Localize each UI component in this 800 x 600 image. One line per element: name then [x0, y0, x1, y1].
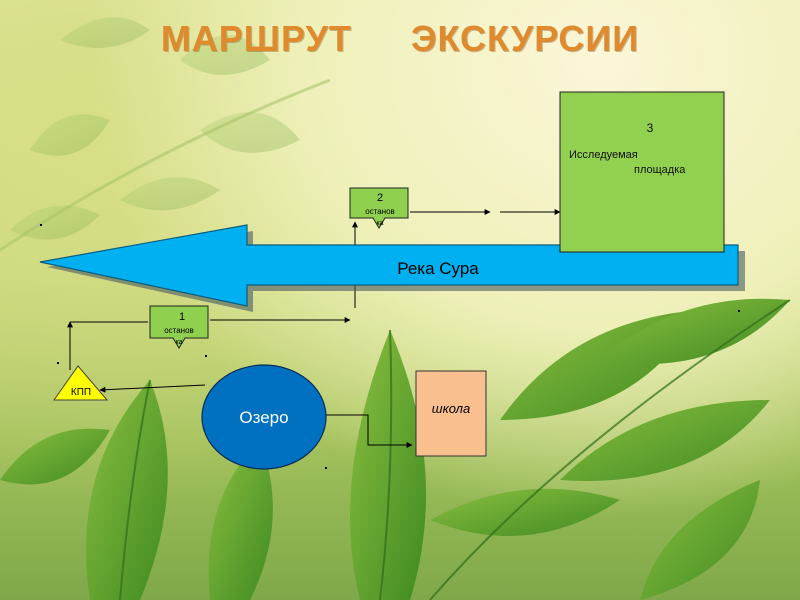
research-site-box: 3 Исследуемая площадка — [559, 91, 725, 253]
site-label-line2: площадка — [634, 164, 686, 176]
stop-1-number: 1 — [179, 311, 185, 323]
lake-ellipse: Озеро — [201, 364, 327, 470]
page-title: МАРШРУТ ЭКСКУРСИИ — [0, 18, 800, 60]
river-label: Река Сура — [397, 259, 479, 278]
title-word-excursion: ЭКСКУРСИИ — [410, 18, 640, 59]
stop-1-line2: ка — [175, 339, 182, 346]
checkpoint-marker: КПП — [53, 365, 109, 401]
checkpoint-label: КПП — [71, 387, 91, 398]
site-label-line1: Исследуемая — [569, 149, 638, 161]
stop-2-number: 2 — [377, 192, 383, 204]
school-label: школа — [432, 401, 470, 416]
stop-1-marker: 1 останов ка — [149, 305, 209, 349]
title-word-route: МАРШРУТ — [160, 18, 352, 59]
stray-dots — [40, 224, 740, 469]
connector-lake-to-checkpoint — [99, 384, 206, 393]
school-box: школа — [415, 370, 487, 457]
stop-2-line2: ка — [376, 220, 383, 227]
stop-1-line1: останов — [164, 326, 194, 335]
stop-2-line1: останов — [365, 207, 395, 216]
route-connectors — [67, 209, 561, 448]
stop-2-marker: 2 останов ка — [349, 187, 409, 229]
site-number: 3 — [647, 121, 654, 135]
lake-label: Озеро — [239, 408, 288, 427]
connector-lake-to-school — [325, 414, 413, 448]
